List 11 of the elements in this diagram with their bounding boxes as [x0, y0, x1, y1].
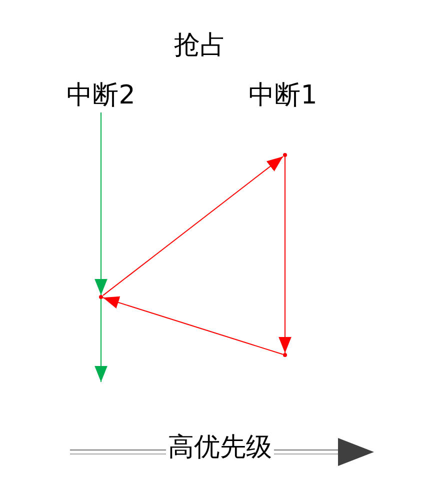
junction-point — [283, 153, 287, 157]
title: 抢占 — [174, 30, 226, 62]
arrow — [102, 156, 284, 296]
arrow — [102, 296, 284, 355]
node-label: 中断2 — [66, 78, 136, 112]
arrow — [278, 156, 292, 354]
arrow — [94, 112, 108, 296]
junction-point — [99, 295, 103, 299]
junction-point — [283, 353, 287, 357]
node-label: 中断1 — [248, 78, 318, 112]
arrow — [94, 298, 108, 382]
